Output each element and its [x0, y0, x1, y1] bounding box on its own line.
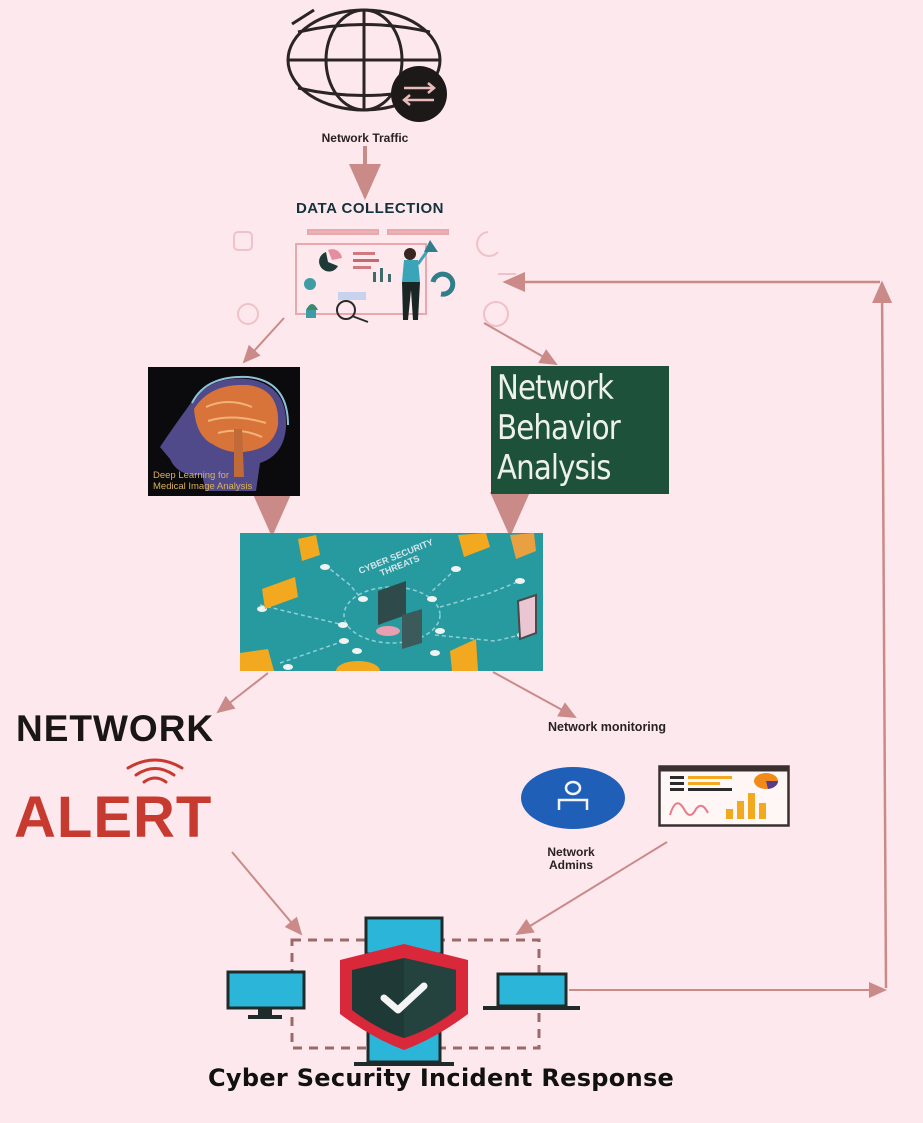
user-icon	[521, 767, 625, 829]
isometric-threat-map	[240, 533, 537, 671]
edge-alert-to-response	[231, 851, 303, 936]
admins-line-1: Network	[547, 845, 595, 859]
network-alert-line2: ALERT	[14, 785, 213, 850]
deep-learning-caption: Deep Learning for Medical Image Analysis	[153, 470, 252, 492]
shield-check-network-icon	[226, 916, 580, 1066]
network-alert-line1: NETWORK	[16, 708, 215, 749]
wifi-signal-icon	[126, 758, 184, 784]
edge-threats-to-alert	[216, 672, 269, 714]
brain-scan-image	[160, 375, 289, 491]
deep-learning-node: Deep Learning for Medical Image Analysis	[148, 367, 300, 496]
caption-line-1: Deep Learning for	[153, 470, 230, 481]
admins-line-2: Admins	[548, 858, 593, 872]
network-monitoring-label: Network monitoring	[548, 720, 667, 734]
laptop-right-icon	[483, 972, 580, 1010]
network-behavior-analysis-text: Network Behavior Analysis	[497, 368, 621, 488]
edge-threats-to-monitoring	[492, 671, 577, 718]
edge-feedback-vertical	[872, 280, 893, 989]
data-collection-title: DATA COLLECTION	[295, 200, 445, 217]
network-admins-label: Network Admins	[526, 846, 616, 872]
edge-monitoring-to-response	[515, 841, 668, 936]
data-analyst-illustration	[233, 229, 516, 327]
cyber-threats-node: CYBER SECURITY THREATS	[240, 533, 543, 671]
globe-exchange-icon	[286, 8, 447, 122]
monitor-icon	[226, 970, 306, 1019]
network-behavior-analysis-node: Network Behavior Analysis	[491, 366, 669, 494]
dashboard-icon	[658, 765, 790, 827]
checkmark-icon	[380, 982, 428, 1014]
incident-response-title: Cyber Security Incident Response	[208, 1064, 675, 1092]
caption-line-2: Medical Image Analysis	[153, 481, 253, 492]
edge-collection-to-nba	[483, 322, 558, 365]
shield-icon	[340, 944, 468, 1050]
edge-collection-to-deeplearning	[242, 317, 285, 364]
network-traffic-label: Network Traffic	[321, 131, 409, 145]
